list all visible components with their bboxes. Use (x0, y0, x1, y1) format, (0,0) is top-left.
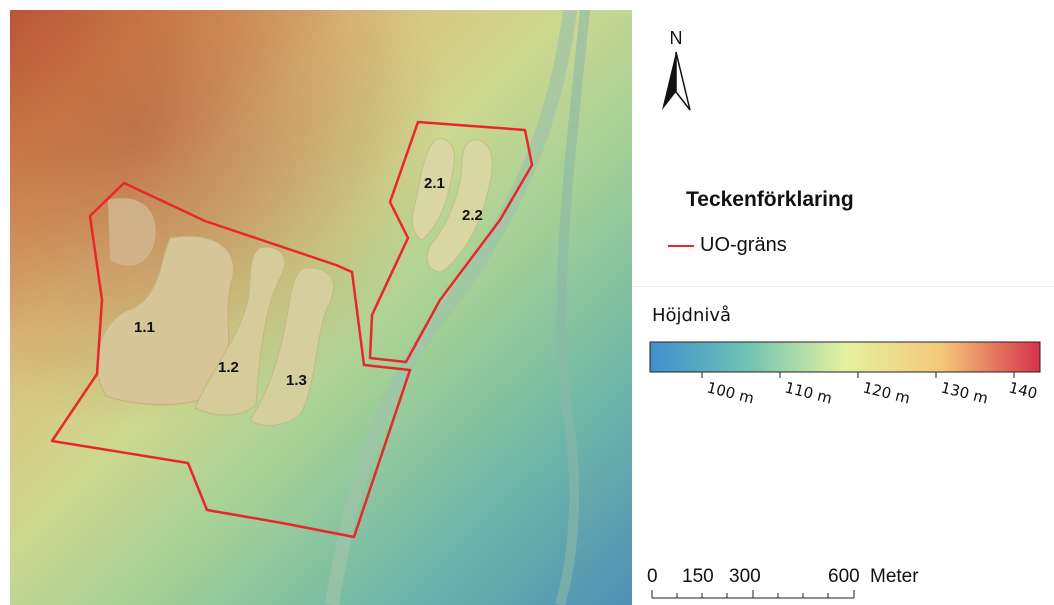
elevation-tick-label-110: 110 m (783, 378, 834, 407)
elevation-tick-label-120: 120 m (861, 378, 912, 407)
legend-divider (632, 286, 1054, 287)
road-corridor (325, 10, 577, 605)
zone-label-1-3: 1.3 (286, 372, 307, 389)
deposit-area-2-1 (411, 138, 455, 241)
north-label: N (670, 28, 683, 48)
elevation-map[interactable]: 1.1 1.2 1.3 2.1 2.2 (10, 10, 632, 605)
scale-bar: 0 150 300 600 Meter (647, 566, 919, 599)
deposit-area-1-2 (194, 246, 286, 416)
uo-boundary-swatch (668, 244, 694, 247)
elevation-color-ramp: 100 m 110 m 120 m 130 m 140 (649, 341, 1041, 407)
deposit-area-2-2 (426, 139, 493, 273)
elevation-tick-label-130: 130 m (939, 378, 990, 407)
north-arrow-left-half (662, 52, 676, 110)
legend-item-uo-boundary: UO-gräns (668, 234, 787, 257)
legend-panel: N Teckenförklaring UO-gräns Höjdnivå (632, 0, 1054, 605)
elevation-title: Höjdnivå (652, 305, 732, 326)
scale-label-150: 150 (682, 566, 714, 587)
elevation-tick-label-140: 140 (1007, 378, 1039, 402)
uo-boundary-label: UO-gräns (700, 234, 787, 256)
north-arrow: N (662, 28, 691, 111)
zone-label-1-1: 1.1 (134, 319, 155, 336)
scale-bar-line (651, 590, 855, 599)
legend-title: Teckenförklaring (686, 188, 854, 211)
scale-label-0: 0 (647, 566, 658, 587)
deposit-area-1-0 (108, 198, 156, 266)
scale-unit: Meter (870, 566, 919, 587)
uo-boundary-zone-1 (50, 181, 412, 539)
road-corridor-edge (555, 10, 590, 605)
scale-label-300: 300 (729, 566, 761, 587)
elevation-ticks (701, 372, 1015, 378)
north-arrow-right-half (675, 51, 691, 111)
zone-label-2-2: 2.2 (462, 207, 483, 224)
elevation-tick-label-100: 100 m (705, 378, 756, 407)
scale-label-600: 600 (828, 566, 860, 587)
uo-boundary-zone-2 (368, 120, 534, 364)
elevation-ramp-bar (649, 341, 1041, 373)
deposit-area-1-3 (249, 267, 334, 426)
zone-label-1-2: 1.2 (218, 359, 239, 376)
deposit-area-1-1 (96, 235, 234, 406)
zone-label-2-1: 2.1 (424, 175, 445, 192)
